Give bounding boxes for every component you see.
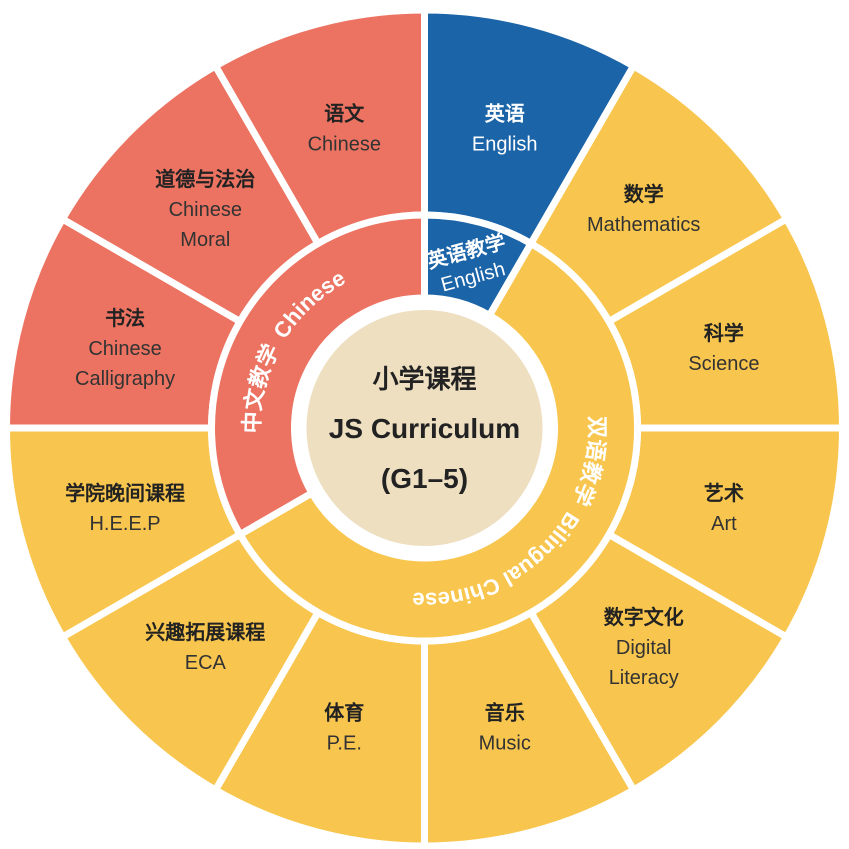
outer-label-en-art: Art <box>711 513 737 535</box>
outer-label-en-calligraphy-2: Calligraphy <box>75 368 175 390</box>
outer-label-zh-chinese: 语文 <box>324 102 365 126</box>
center-title-en: JS Curriculum <box>329 413 520 444</box>
outer-label-zh-eca: 兴趣拓展课程 <box>145 620 265 644</box>
center-title-zh: 小学课程 <box>372 364 476 395</box>
outer-label-en-heep: H.E.E.P <box>89 513 160 535</box>
outer-label-en-calligraphy-1: Chinese <box>88 338 161 360</box>
outer-label-zh-pe: 体育 <box>324 700 364 724</box>
outer-label-en-eca: ECA <box>185 652 227 674</box>
outer-ring: 英语 English 数学 Mathematics 科学 Science 艺术 Art 数字文化… <box>2 6 847 849</box>
outer-label-en-moral-1: Chinese <box>169 199 242 221</box>
outer-label-en-music: Music <box>479 732 531 754</box>
outer-label-en-pe: P.E. <box>327 732 362 754</box>
outer-label-en-science: Science <box>688 353 759 375</box>
outer-label-zh-moral: 道德与法治 <box>155 167 255 191</box>
center-hub: 小学课程 JS Curriculum (G1–5) <box>306 310 543 546</box>
outer-label-zh-calligraphy: 书法 <box>105 306 145 330</box>
outer-label-zh-music: 音乐 <box>485 700 525 724</box>
center-grades: (G1–5) <box>381 463 468 494</box>
outer-label-zh-art: 艺术 <box>704 481 744 505</box>
inner-segment-bilingual <box>235 238 641 645</box>
center-circle <box>306 310 543 546</box>
outer-label-en-moral-2: Moral <box>180 229 230 251</box>
outer-label-zh-math: 数学 <box>624 182 664 206</box>
outer-label-zh-digital: 数字文化 <box>604 605 684 629</box>
outer-label-en-chinese: Chinese <box>308 134 381 156</box>
outer-label-en-digital-1: Digital <box>616 637 672 659</box>
outer-label-en-english: English <box>472 134 538 156</box>
outer-label-zh-science: 科学 <box>704 321 744 345</box>
outer-label-en-math: Mathematics <box>587 214 700 236</box>
outer-label-zh-heep: 学院晚间课程 <box>65 481 185 505</box>
outer-label-en-digital-2: Literacy <box>609 667 679 689</box>
outer-label-zh-english: 英语 <box>485 102 525 126</box>
inner-segment-chinese <box>208 211 428 540</box>
